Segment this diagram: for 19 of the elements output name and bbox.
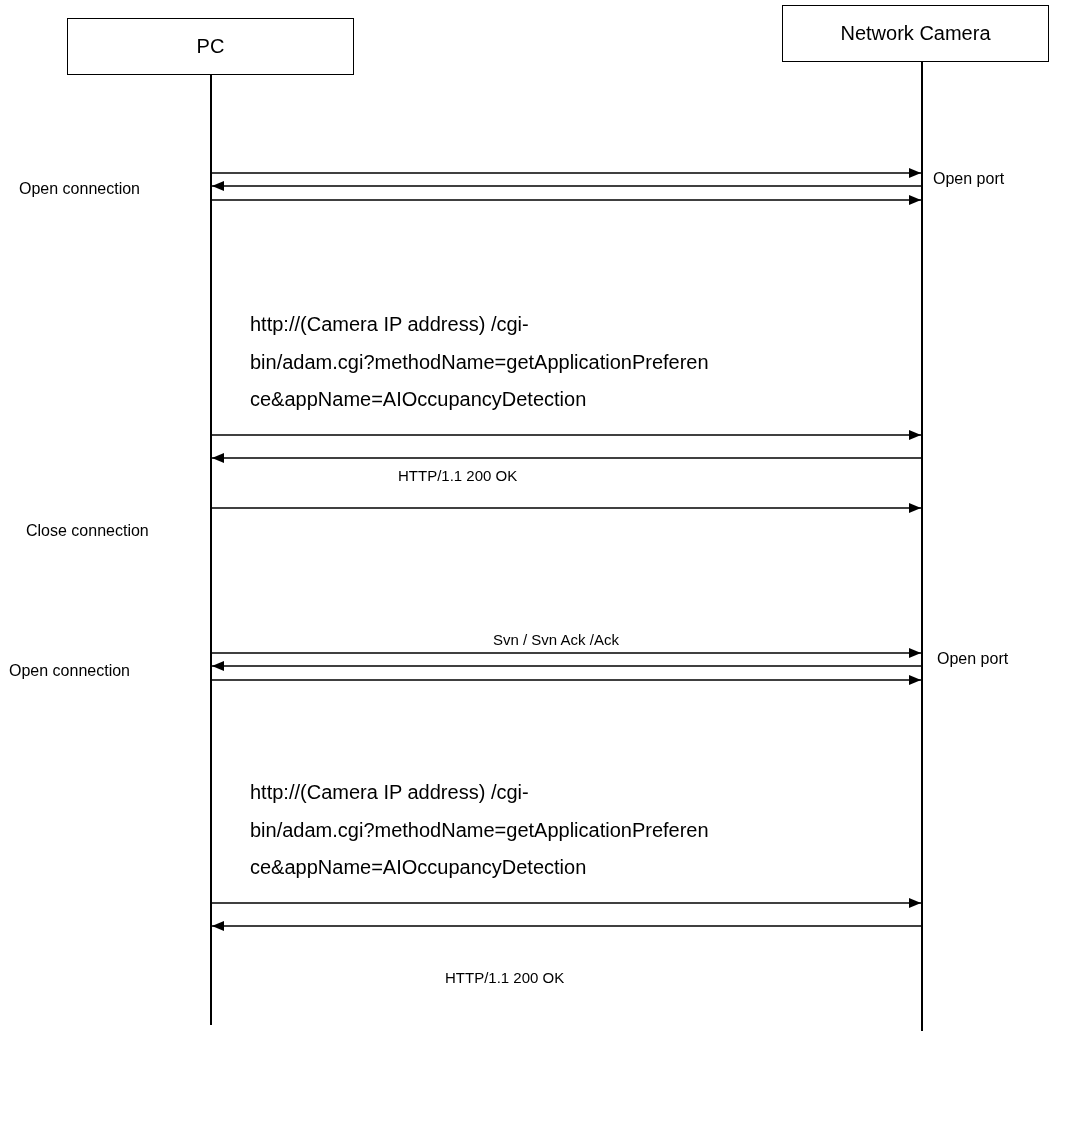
lifeline bbox=[210, 75, 212, 1025]
step-note: Open port bbox=[933, 170, 1005, 189]
message-arrow bbox=[211, 168, 922, 178]
lifeline bbox=[921, 62, 923, 1031]
message-arrow bbox=[211, 181, 922, 191]
participant-box: PC bbox=[67, 18, 354, 75]
message-arrow bbox=[211, 661, 922, 671]
step-note: Open port bbox=[937, 650, 1009, 669]
message-arrow bbox=[211, 648, 922, 658]
message-arrow bbox=[211, 898, 922, 908]
step-note: Open connection bbox=[19, 180, 140, 199]
message-arrow bbox=[211, 921, 922, 931]
message-arrow bbox=[211, 503, 922, 513]
message-arrow bbox=[211, 430, 922, 440]
message-arrow bbox=[211, 195, 922, 205]
participant-box: Network Camera bbox=[782, 5, 1049, 62]
message-arrow bbox=[211, 675, 922, 685]
step-note: Open connection bbox=[9, 662, 130, 681]
message-arrow bbox=[211, 453, 922, 463]
